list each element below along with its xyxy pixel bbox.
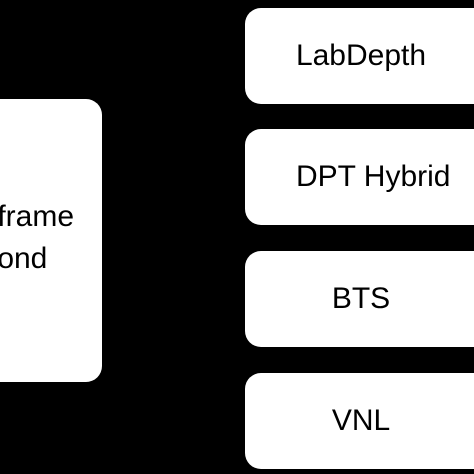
backbone-label-line-2: ond (0, 242, 48, 275)
model-block-labdepth: LabDepth (245, 8, 474, 104)
model-block-dpt-hybrid: DPT Hybrid (245, 129, 474, 225)
model-label-vnl: VNL (331, 404, 391, 437)
model-label-dpt-hybrid: DPT Hybrid (296, 160, 451, 193)
model-label-bts: BTS (331, 282, 391, 315)
backbone-block: frame ond (0, 99, 102, 382)
backbone-label-line-1: frame (0, 200, 74, 233)
model-block-vnl: VNL (245, 373, 474, 469)
model-block-bts: BTS (245, 251, 474, 347)
model-label-labdepth: LabDepth (295, 39, 427, 72)
backbone-label: frame ond (0, 196, 74, 280)
